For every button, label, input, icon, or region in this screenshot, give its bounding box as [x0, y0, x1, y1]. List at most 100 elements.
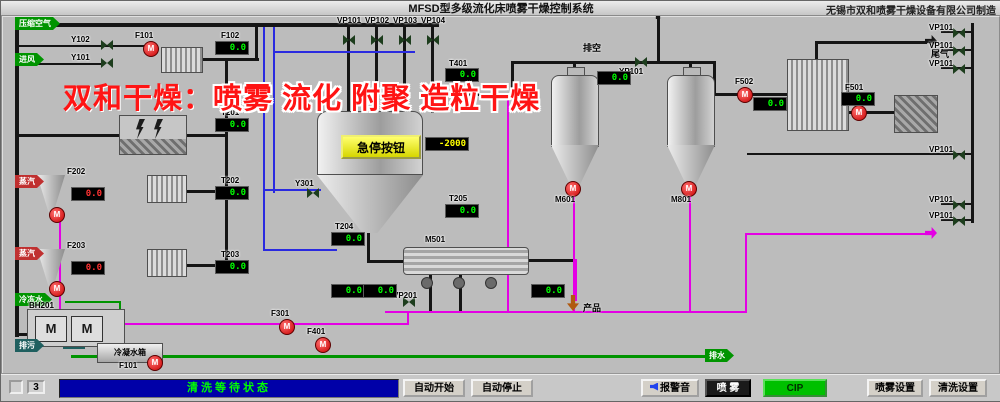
valve-icon[interactable]	[343, 35, 355, 45]
pipe	[255, 23, 258, 61]
device-tag: F101	[135, 31, 154, 40]
valve-icon[interactable]	[953, 216, 965, 226]
device-tag: VP101	[929, 59, 954, 68]
emergency-stop-button[interactable]: 急停按钮	[341, 135, 421, 159]
pipe	[19, 63, 103, 65]
pump-icon[interactable]: M	[49, 281, 65, 297]
device-tag: F203	[67, 241, 86, 250]
pump-icon[interactable]: M	[147, 355, 163, 371]
value-display: 0.0	[841, 92, 875, 106]
pipe	[187, 134, 227, 137]
device-tag: Y301	[295, 179, 314, 188]
mute-speaker-icon	[650, 382, 658, 391]
filter-hatch	[120, 139, 186, 154]
lightning-icon	[136, 119, 145, 139]
valve-icon[interactable]	[371, 35, 383, 45]
valve-icon[interactable]	[307, 188, 319, 198]
device-tag: VP102	[365, 16, 390, 25]
pump-icon[interactable]: M	[279, 319, 295, 335]
valve-icon[interactable]	[953, 28, 965, 38]
valve-icon[interactable]	[953, 200, 965, 210]
device-tag: VP101	[929, 41, 954, 50]
bottom-bar: 3 清洗等待状态 自动开始 自动停止 报警音 喷 雾 CIP 喷雾设置 清洗设置	[1, 373, 1000, 401]
device-tag: VP101	[929, 211, 954, 220]
device-tag: Y102	[71, 35, 90, 44]
valve-icon[interactable]	[101, 40, 113, 50]
device-tag: VP101	[337, 16, 362, 25]
pipe	[187, 264, 227, 267]
pipe	[511, 61, 713, 64]
heat-exchanger	[787, 59, 849, 131]
lightning-icon	[154, 119, 163, 139]
pump-icon[interactable]: M	[315, 337, 331, 353]
inlet-chip: 压缩空气	[15, 17, 60, 30]
valve-icon[interactable]	[953, 150, 965, 160]
spray-settings-button[interactable]: 喷雾设置	[867, 379, 923, 397]
pipe	[575, 259, 577, 301]
pipe	[385, 311, 747, 313]
valve-icon[interactable]	[427, 35, 439, 45]
device-tag: T201	[221, 108, 240, 117]
pipe	[423, 93, 515, 96]
pipe	[747, 233, 927, 235]
pipe	[367, 231, 370, 263]
drain-chip: 排水	[705, 349, 734, 362]
pipe	[19, 134, 121, 137]
mute-alarm-button[interactable]: 报警音	[641, 379, 699, 397]
value-display: 0.0	[445, 204, 479, 218]
pipe	[263, 27, 265, 251]
manufacturer-label: 无锡市双和喷雾干燥设备有限公司制造	[826, 6, 996, 17]
pipe	[815, 41, 818, 63]
device-tag: F401	[307, 327, 326, 336]
value-display: 0.0	[363, 284, 397, 298]
device-tag: T204	[335, 222, 354, 231]
inlet-chip: 进风	[15, 53, 44, 66]
device-tag: F101	[119, 361, 138, 370]
value-display: 0.0	[753, 97, 787, 111]
cip-button[interactable]: CIP	[763, 379, 827, 397]
wheel-icon	[421, 277, 433, 289]
value-display: 0.0	[71, 261, 105, 275]
device-tag: VP101	[929, 145, 954, 154]
valve-icon[interactable]	[399, 35, 411, 45]
valve-icon[interactable]	[953, 46, 965, 56]
pipe	[15, 23, 439, 27]
inlet-chip: 蒸汽	[15, 175, 44, 188]
auto-start-button[interactable]: 自动开始	[403, 379, 465, 397]
indicator-box	[9, 380, 23, 394]
heater-row1	[147, 175, 187, 203]
motor-icon: M	[35, 316, 67, 342]
page-title: MFSD型多级流化床喷雾干燥控制系统	[408, 3, 594, 15]
auto-stop-button[interactable]: 自动停止	[471, 379, 533, 397]
heater-f102	[161, 47, 203, 73]
device-tag: F501	[845, 83, 864, 92]
device-tag: F202	[67, 167, 86, 176]
value-display: 0.0	[215, 260, 249, 274]
pipe	[507, 95, 509, 313]
pump-icon[interactable]: M	[851, 105, 867, 121]
value-display: 0.0	[331, 284, 365, 298]
pipe	[429, 275, 432, 313]
pipe	[511, 61, 514, 96]
pump-icon[interactable]: M	[737, 87, 753, 103]
page-indicator[interactable]: 3	[27, 380, 45, 394]
vent-label: 排空	[583, 43, 602, 53]
valve-icon[interactable]	[403, 297, 415, 307]
inlet-chip: 蒸汽	[15, 247, 44, 260]
valve-icon[interactable]	[953, 64, 965, 74]
pipe	[59, 217, 61, 325]
spray-button[interactable]: 喷 雾	[705, 379, 751, 397]
pipe	[689, 193, 691, 313]
clean-settings-button[interactable]: 清洗设置	[929, 379, 987, 397]
pump-icon[interactable]: M	[565, 181, 581, 197]
pump-icon[interactable]: M	[681, 181, 697, 197]
pump-icon[interactable]: M	[49, 207, 65, 223]
value-display: 0.0	[215, 118, 249, 132]
device-tag: M801	[671, 195, 692, 204]
device-tag: M601	[555, 195, 576, 204]
valve-icon[interactable]	[101, 58, 113, 68]
pump-icon[interactable]: M	[143, 41, 159, 57]
pipe	[407, 313, 409, 325]
valve-icon[interactable]	[635, 57, 647, 67]
